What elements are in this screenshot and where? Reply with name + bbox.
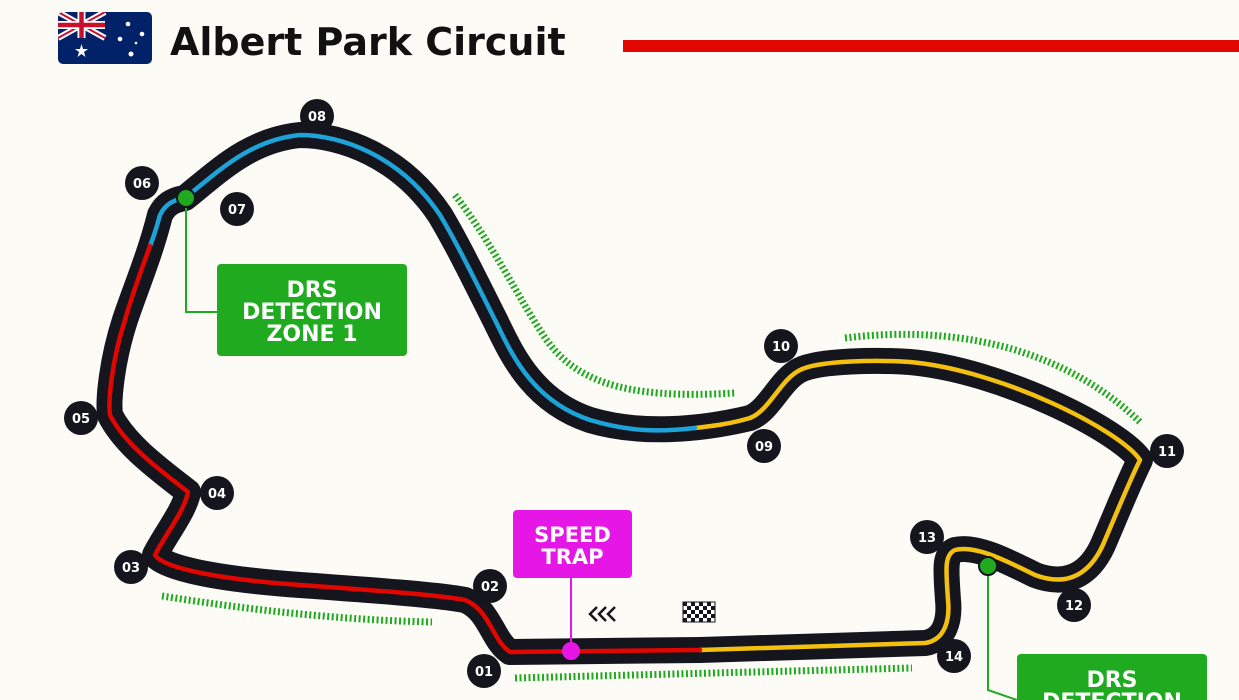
- svg-text:14: 14: [945, 650, 963, 665]
- svg-text:01: 01: [475, 665, 493, 680]
- drs-zone-markers: [161, 192, 1143, 682]
- svg-text:12: 12: [1065, 599, 1083, 614]
- speed-trap-marker: [562, 577, 580, 660]
- corner-badge: 03: [114, 550, 148, 584]
- triple-chevron-left-icon: [588, 606, 616, 622]
- sector1-line: [107, 243, 703, 655]
- speed-trap-line-1: SPEED: [534, 523, 611, 547]
- speed-trap-line-2: TRAP: [541, 545, 603, 569]
- page-header: Albert Park Circuit: [0, 0, 1239, 80]
- svg-text:06: 06: [133, 177, 151, 192]
- svg-text:11: 11: [1158, 445, 1176, 460]
- drs-zone-marker-main-straight: [514, 664, 913, 682]
- corner-badge: 04: [200, 476, 234, 510]
- corner-badge: 14: [937, 639, 971, 673]
- corner-badge: 01: [467, 654, 501, 688]
- svg-text:08: 08: [308, 110, 326, 125]
- drs-zone-2-box: DRS DETECTION: [1017, 654, 1207, 700]
- drs-zone-1-line-3: ZONE 1: [266, 322, 357, 347]
- sector2-line: [147, 132, 698, 433]
- corner-badge: 08: [300, 99, 334, 133]
- corner-badge: 12: [1057, 588, 1091, 622]
- drs-zone-1-line-1: DRS: [286, 278, 337, 303]
- corner-badge: 11: [1150, 434, 1184, 468]
- corner-badge: 13: [910, 520, 944, 554]
- drs-zone-marker-back-straight: [844, 330, 1143, 425]
- drs-detection-2: [978, 556, 1018, 700]
- drs-zone-2-line-1: DRS: [1086, 668, 1137, 693]
- drs-zone-1-line-2: DETECTION: [242, 300, 382, 325]
- corner-badges: 01 02 03 04 05 06 07 08 09 10 11 12 13 1…: [64, 99, 1184, 688]
- chequered-flag-icon: [682, 601, 716, 623]
- corner-badge: 09: [747, 429, 781, 463]
- title-accent-rule: [623, 40, 1239, 52]
- drs-zone-marker-sector2: [452, 192, 736, 398]
- drs-zone-2-line-2: DETECTION: [1042, 690, 1182, 700]
- page-title: Albert Park Circuit: [170, 20, 566, 64]
- drs-zone-1-box: DRS DETECTION ZONE 1: [217, 264, 407, 356]
- svg-text:04: 04: [208, 487, 226, 502]
- svg-text:05: 05: [72, 412, 90, 427]
- corner-badge: 02: [473, 569, 507, 603]
- svg-text:13: 13: [918, 531, 936, 546]
- svg-text:07: 07: [228, 203, 246, 218]
- sector3-line: [692, 358, 1143, 653]
- corner-badge: 06: [125, 166, 159, 200]
- corner-badge: 05: [64, 401, 98, 435]
- corner-badge: 07: [220, 192, 254, 226]
- svg-text:09: 09: [755, 440, 773, 455]
- svg-text:02: 02: [481, 580, 499, 595]
- drs-detection-1: [176, 188, 217, 313]
- australia-flag-icon: [58, 12, 152, 64]
- svg-text:03: 03: [122, 561, 140, 576]
- svg-text:10: 10: [772, 340, 790, 355]
- speed-trap-box: SPEED TRAP: [513, 510, 632, 578]
- corner-badge: 10: [764, 329, 798, 363]
